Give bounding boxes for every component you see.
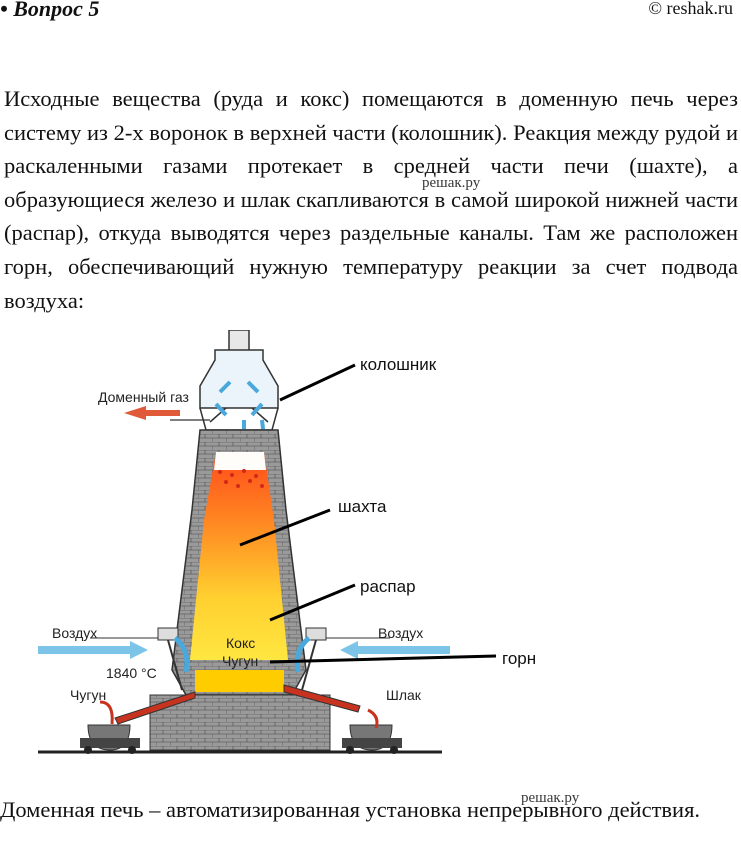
copyright-text: © reshak.ru	[648, 0, 733, 18]
iron-tap-channel	[114, 691, 196, 725]
question-heading: • Вопрос 5	[0, 0, 100, 21]
watermark-text-2: решак.ру	[521, 790, 580, 806]
description-paragraph: Исходные вещества (руда и кокс) помещают…	[4, 86, 738, 313]
label-air-right: Воздух	[378, 625, 423, 641]
charging-top	[199, 330, 279, 440]
slag-tap-channel	[283, 684, 361, 713]
label-gas: Доменный газ	[98, 389, 189, 405]
callout-line-hearth	[269, 654, 497, 664]
air-arrow-left	[38, 641, 148, 659]
callout-line-bosh	[269, 583, 356, 622]
label-iron-inside: Чугун	[222, 653, 258, 669]
label-top: колошник	[360, 355, 437, 374]
label-bosh: распар	[360, 577, 416, 596]
iron-ladle	[80, 724, 140, 754]
furnace-interior	[190, 452, 288, 660]
label-shaft: шахта	[338, 497, 387, 516]
conclusion-text: Доменная печь – автоматизированная устан…	[0, 797, 701, 822]
label-coke: Кокс	[226, 635, 255, 651]
slag-ladle	[342, 724, 402, 754]
callout-line-top	[279, 363, 356, 402]
right-tuyere	[301, 627, 327, 691]
label-temperature: 1840 °С	[106, 665, 157, 681]
label-hearth: горн	[502, 649, 536, 668]
label-air-left: Воздух	[52, 625, 97, 641]
air-arrow-right	[340, 641, 450, 659]
watermark-text: решак.ру	[422, 175, 481, 191]
blast-furnace-diagram: колошник шахта распар горн Доменный газ …	[30, 330, 550, 760]
furnace-base	[149, 694, 331, 751]
label-iron-out: Чугун	[70, 687, 106, 703]
label-slag: Шлак	[386, 687, 422, 703]
gas-arrow	[124, 406, 210, 421]
callout-line-shaft	[239, 508, 331, 547]
left-tuyere	[157, 627, 183, 691]
